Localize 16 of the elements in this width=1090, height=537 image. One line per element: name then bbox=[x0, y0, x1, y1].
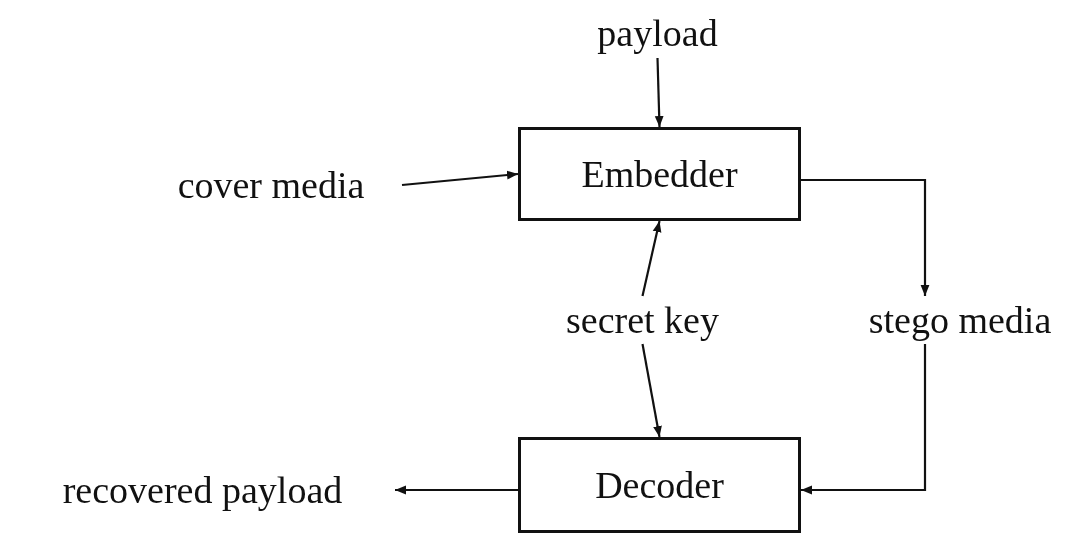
process-box bbox=[518, 437, 801, 533]
signal-label: stego media bbox=[832, 296, 1088, 344]
arrow bbox=[401, 170, 519, 187]
signal-label: payload bbox=[565, 8, 750, 58]
arrow bbox=[395, 485, 518, 495]
box-label: Decoder bbox=[595, 463, 724, 507]
box-label: Embedder bbox=[581, 152, 738, 196]
process-box bbox=[518, 127, 801, 221]
arrow bbox=[654, 57, 664, 128]
arrow bbox=[641, 343, 662, 438]
arrow bbox=[801, 344, 927, 495]
signal-label: recovered payload bbox=[10, 465, 395, 515]
signal-label: secret key bbox=[530, 296, 755, 344]
signal-label: cover media bbox=[140, 160, 402, 210]
arrow bbox=[801, 178, 930, 296]
arrow bbox=[641, 220, 662, 297]
